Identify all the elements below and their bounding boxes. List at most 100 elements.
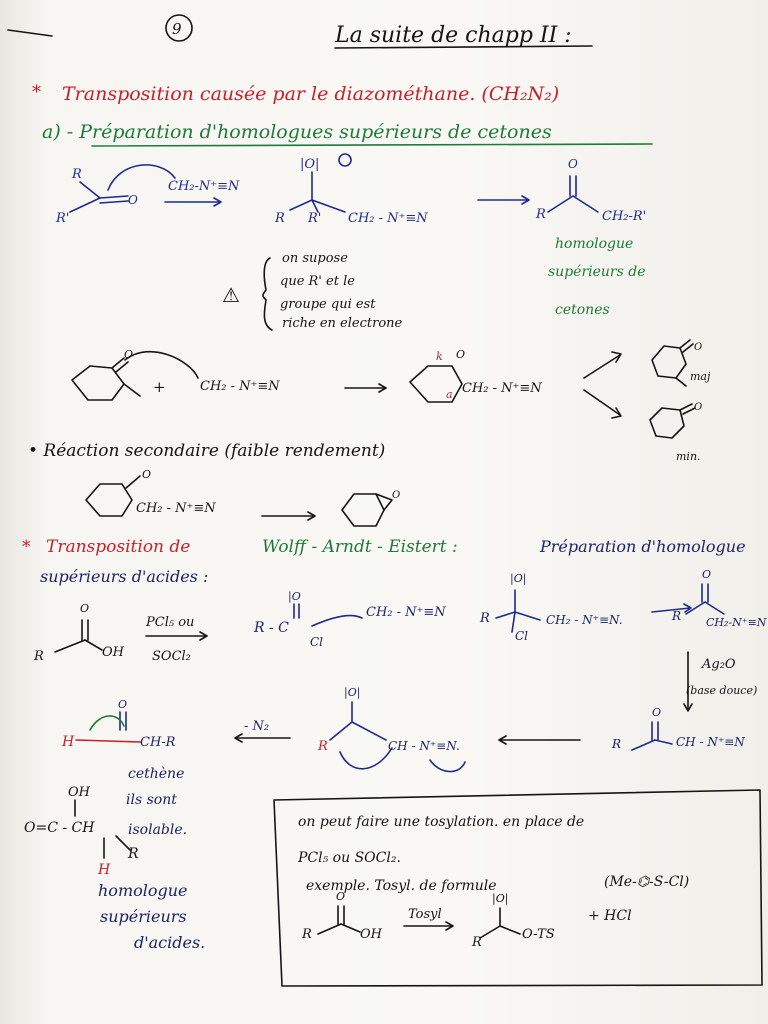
svg-text:O: O xyxy=(124,348,133,361)
box-eq-reagent: Tosyl xyxy=(408,907,442,922)
intermediate-oxygen: |O| xyxy=(300,157,319,172)
svg-text:O: O xyxy=(392,490,400,501)
tosylation-box: on peut faire une tosylation. en place d… xyxy=(273,789,763,987)
acid-r: R xyxy=(33,649,44,664)
reactant-r: R xyxy=(71,167,82,182)
ketene-r: R xyxy=(611,737,621,751)
cethene-label: cethène xyxy=(128,766,184,782)
page-number: 9 xyxy=(172,20,182,38)
isolable-line-2: isolable. xyxy=(128,822,187,838)
reaction-cyclohexanone: O + CH₂ - N⁺≡N k a O CH₂ - N⁺≡N O maj O … xyxy=(71,339,711,463)
box-line-3: exemple. Tosyl. de formule xyxy=(306,878,497,894)
curved-arrow xyxy=(107,164,176,191)
reaction-ketone-diazomethane: R R' O CH₂-N⁺≡N |O| R R' CH₂ - N⁺≡N O R … xyxy=(55,153,646,318)
cyclo-intermediate-chain: CH₂ - N⁺≡N xyxy=(462,381,542,396)
silver-oxide-step: Ag₂O (base douce) xyxy=(683,651,757,712)
product-r: R xyxy=(127,846,139,862)
section2-title-blue-2: supérieurs d'acides : xyxy=(40,567,208,586)
acyl-diazomethane: CH₂ - N⁺≡N xyxy=(366,605,446,620)
note-line-4: riche en electrone xyxy=(282,316,403,331)
svg-text:O: O xyxy=(128,193,138,207)
product-label-3: d'acides. xyxy=(134,933,205,952)
svg-text:O: O xyxy=(456,348,465,361)
label-k: k xyxy=(436,350,443,363)
note-line-1: on supose xyxy=(282,251,348,266)
svg-text:O: O xyxy=(568,157,578,171)
reaction-carbene: O R CH - N⁺≡N |O| R CH - N⁺≡N. - N₂ H O … xyxy=(24,686,745,952)
product-chain: CH₂-R' xyxy=(602,209,646,224)
box-eq-r: R xyxy=(301,927,312,942)
reactant-r-prime: R' xyxy=(55,211,69,226)
reagent-diazomethane: CH₂-N⁺≡N xyxy=(168,179,240,194)
reagent-pcl5: PCl₅ ou xyxy=(145,615,194,630)
homologue-note-1: homologue xyxy=(555,236,633,252)
ketene-chain: CH - N⁺≡N xyxy=(676,735,745,749)
ketene-h: H xyxy=(61,734,75,750)
reagent-socl2: SOCl₂ xyxy=(152,649,191,664)
carbene-chain: CH - N⁺≡N. xyxy=(388,739,460,753)
svg-text:|O|: |O| xyxy=(344,686,360,700)
svg-text:O: O xyxy=(336,890,345,903)
diazoketone-r: R xyxy=(671,609,681,623)
tetra-chain: CH₂ - N⁺≡N. xyxy=(546,613,623,627)
section2-title-blue-1: Préparation d'homologue xyxy=(539,537,746,556)
page-title: La suite de chapp II : xyxy=(334,23,572,48)
box-line-1: on peut faire une tosylation. en place d… xyxy=(298,814,584,830)
section2-title-red: Transposition de xyxy=(46,537,190,557)
box-eq-product: O-TS xyxy=(522,927,555,942)
section1-subtitle: a) - Préparation d'homologues supérieurs… xyxy=(42,121,552,143)
svg-text:|O: |O xyxy=(288,590,301,604)
plus-sign: + xyxy=(153,378,166,396)
svg-text:O: O xyxy=(652,706,661,719)
intermediate-chain: CH₂ - N⁺≡N xyxy=(348,211,428,226)
reaction-acid-chloride: O R OH PCl₅ ou SOCl₂ |O R - C Cl CH₂ - N… xyxy=(33,568,767,664)
margin-mark xyxy=(7,29,53,37)
base-douce: (base douce) xyxy=(686,684,757,697)
svg-text:O: O xyxy=(142,468,151,481)
ag2o-reagent: Ag₂O xyxy=(701,657,736,672)
secondary-title: • Réaction secondaire (faible rendement) xyxy=(28,441,385,461)
svg-text:O: O xyxy=(694,342,702,353)
tetra-r: R xyxy=(479,611,490,626)
note-line-3: groupe qui est xyxy=(280,297,376,312)
product-oh: OH xyxy=(68,785,91,800)
section2-title-green: Wolff - Arndt - Eistert : xyxy=(262,537,458,557)
tetra-cl: Cl xyxy=(515,629,528,643)
minus-n2: - N₂ xyxy=(244,719,269,734)
reaction-epoxide: O CH₂ - N⁺≡N O xyxy=(85,468,400,527)
title-underline xyxy=(334,45,593,49)
svg-text:|O|: |O| xyxy=(510,572,526,586)
tosyl-formula: (Me-⌬-S-Cl) xyxy=(604,874,689,890)
svg-text:R: R xyxy=(471,935,482,950)
ketene-group: CH-R xyxy=(140,735,176,750)
secondary-chain: CH₂ - N⁺≡N xyxy=(136,501,216,516)
product-h: H xyxy=(97,862,111,878)
product-main: O=C - CH xyxy=(24,820,95,836)
label-a: a xyxy=(446,388,453,401)
product-label-2: supérieurs xyxy=(100,907,187,926)
isolable-line-1: ils sont xyxy=(126,792,177,808)
section1-bullet: * xyxy=(32,82,41,103)
svg-text:|O|: |O| xyxy=(492,892,508,906)
major-label: maj xyxy=(690,370,711,383)
intermediate-r-prime: R' xyxy=(307,211,321,226)
minor-label: min. xyxy=(676,450,701,463)
carbene-r: R xyxy=(317,739,328,754)
page-number-circle xyxy=(165,14,193,42)
svg-text:O: O xyxy=(702,568,711,581)
svg-text:O: O xyxy=(118,698,127,711)
box-eq-oh: OH xyxy=(360,927,383,942)
acid-oh: OH xyxy=(102,645,125,660)
box-eq-hcl: + HCl xyxy=(588,908,632,924)
svg-text:O: O xyxy=(694,402,702,413)
product-label-1: homologue xyxy=(98,881,188,900)
acyl-cl: Cl xyxy=(310,635,323,649)
assumption-note: ⚠ on supose que R' et le groupe qui est … xyxy=(222,251,403,331)
cyclo-reagent: CH₂ - N⁺≡N xyxy=(200,379,280,394)
warning-icon: ⚠ xyxy=(222,283,240,307)
box-line-2: PCl₅ ou SOCl₂. xyxy=(297,850,401,866)
diazoketone-chain: CH₂-N⁺≡N xyxy=(706,616,767,629)
section1-title: Transposition causée par le diazométhane… xyxy=(62,83,559,105)
